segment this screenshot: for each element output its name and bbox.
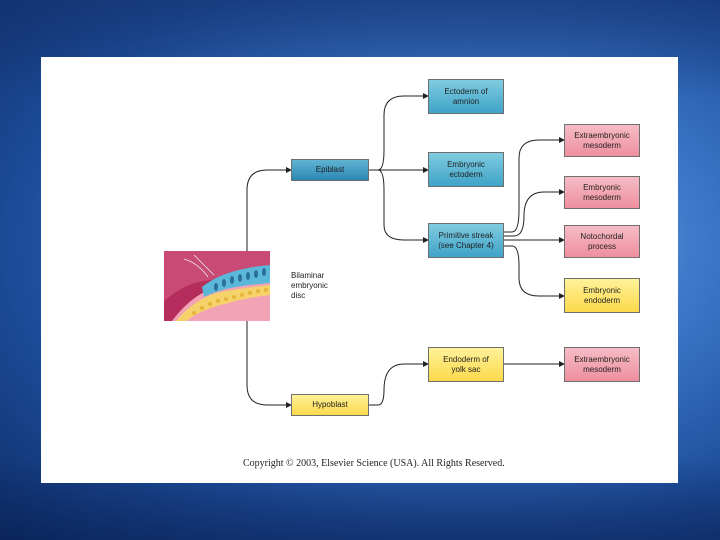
endoderm-of-yolk-sac-box: Endoderm of yolk sac (428, 347, 504, 382)
primitive-streak-box: Primitive streak (see Chapter 4) (428, 223, 504, 258)
ectoderm-of-amnion-box: Ectoderm of amnion (428, 79, 504, 114)
extraembryonic-mesoderm-bottom-box: Extraembryonic mesoderm (564, 347, 640, 382)
embryonic-ectoderm-box: Embryonic ectoderm (428, 152, 504, 187)
hypoblast-box: Hypoblast (291, 394, 369, 416)
bilaminar-disc-label: Bilaminar embryonic disc (291, 271, 328, 300)
extraembryonic-mesoderm-top-box: Extraembryonic mesoderm (564, 124, 640, 157)
epiblast-box: Epiblast (291, 159, 369, 181)
notochordal-process-box: Notochordal process (564, 225, 640, 258)
copyright-notice: Copyright © 2003, Elsevier Science (USA)… (243, 458, 505, 469)
bilaminar-disc-illustration (164, 251, 270, 321)
embryonic-endoderm-box: Embryonic endoderm (564, 278, 640, 313)
embryonic-mesoderm-box: Embryonic mesoderm (564, 176, 640, 209)
